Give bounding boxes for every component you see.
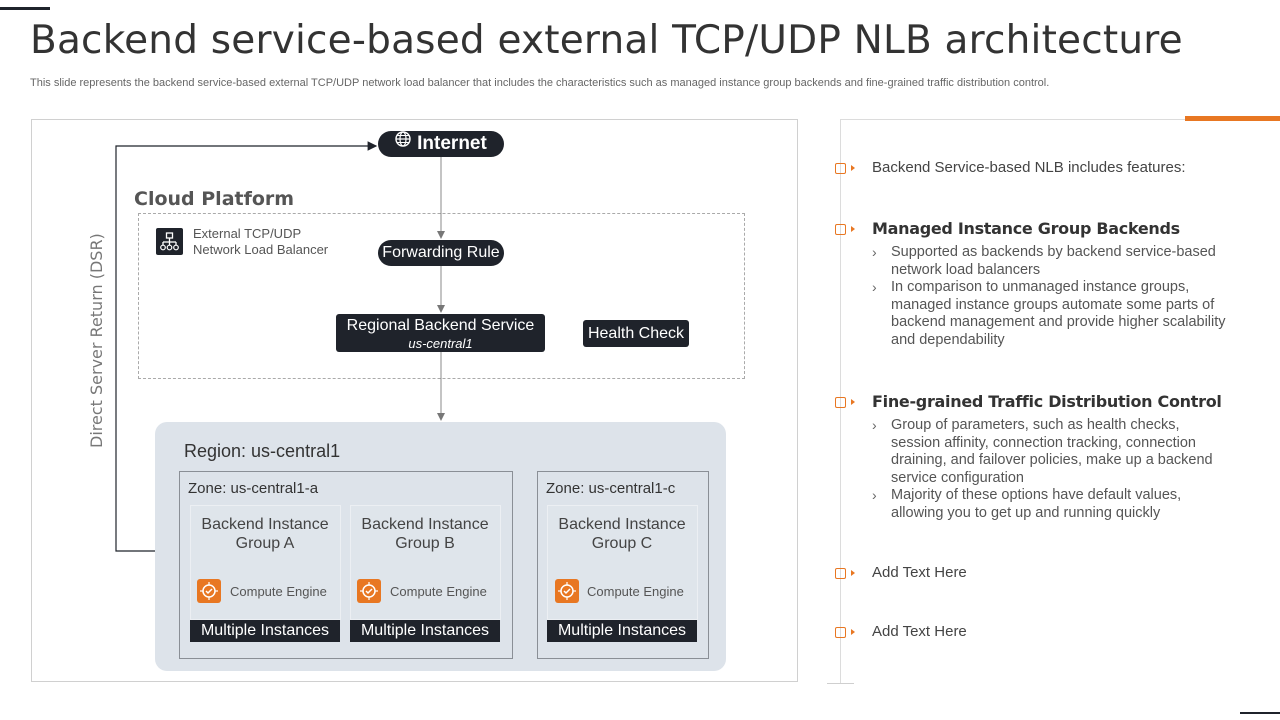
- load-balancer-label: External TCP/UDP Network Load Balancer: [193, 226, 329, 257]
- backend-group-a-label: Backend Instance Group A: [201, 516, 329, 552]
- square-bullet-icon: [835, 224, 846, 235]
- square-bullet-icon: [835, 397, 846, 408]
- compute-engine-label-c: Compute Engine: [587, 584, 684, 599]
- traffic-item-1: Group of parameters, such as health chec…: [891, 417, 1213, 486]
- internet-node: Internet: [378, 131, 504, 157]
- internet-label: Internet: [417, 133, 487, 154]
- compute-engine-icon: [197, 579, 221, 603]
- panel-accent-bar: [1185, 116, 1280, 121]
- traffic-item-2: Majority of these options have default v…: [891, 487, 1182, 521]
- zone-c-label: Zone: us-central1-c: [546, 480, 676, 497]
- chevron-right-icon: [851, 399, 855, 405]
- compute-engine-label-b: Compute Engine: [390, 584, 487, 599]
- square-bullet-icon: [835, 163, 846, 174]
- page-title: Backend service-based external TCP/UDP N…: [30, 18, 1183, 63]
- panel-foot-divider: [827, 683, 854, 684]
- network-load-balancer-icon: [156, 228, 183, 255]
- health-check-node: Health Check: [583, 320, 689, 347]
- features-intro: Backend Service-based NLB includes featu…: [872, 159, 1186, 176]
- backend-group-b-label: Backend Instance Group B: [361, 516, 489, 552]
- compute-engine-icon: [555, 579, 579, 603]
- square-bullet-icon: [835, 627, 846, 638]
- backend-group-c-label: Backend Instance Group C: [558, 516, 686, 552]
- multiple-instances-c: Multiple Instances: [547, 620, 697, 642]
- forwarding-rule-node: Forwarding Rule: [378, 240, 504, 266]
- cloud-platform-label: Cloud Platform: [134, 188, 295, 210]
- managed-item-1: Supported as backends by backend service…: [891, 244, 1216, 278]
- regional-backend-service-node: Regional Backend Service us-central1: [336, 314, 545, 352]
- features-panel: [840, 119, 1280, 683]
- globe-icon: [395, 129, 411, 155]
- region-label: Region: us-central1: [184, 441, 341, 461]
- regional-backend-service-region: us-central1: [408, 336, 473, 351]
- page-subtitle: This slide represents the backend servic…: [30, 77, 1050, 89]
- chevron-right-icon: ›: [872, 487, 877, 503]
- square-bullet-icon: [835, 568, 846, 579]
- section-heading-managed: Managed Instance Group Backends: [872, 219, 1180, 238]
- chevron-right-icon: [851, 226, 855, 232]
- chevron-right-icon: ›: [872, 244, 877, 260]
- chevron-right-icon: ›: [872, 417, 877, 433]
- top-accent-bar: [0, 7, 50, 10]
- managed-item-2: In comparison to unmanaged instance grou…: [891, 279, 1226, 348]
- chevron-right-icon: [851, 629, 855, 635]
- compute-engine-icon: [357, 579, 381, 603]
- diagram-panel: [31, 119, 798, 682]
- add-text-1[interactable]: Add Text Here: [872, 564, 967, 581]
- bottom-accent-bar: [1240, 712, 1280, 714]
- cloud-platform-box: [138, 213, 745, 379]
- zone-a-label: Zone: us-central1-a: [188, 480, 319, 497]
- add-text-2[interactable]: Add Text Here: [872, 623, 967, 640]
- multiple-instances-b: Multiple Instances: [350, 620, 500, 642]
- chevron-right-icon: [851, 165, 855, 171]
- dsr-label: Direct Server Return (DSR): [87, 233, 106, 448]
- regional-backend-service-label: Regional Backend Service: [346, 317, 535, 334]
- section-heading-traffic: Fine-grained Traffic Distribution Contro…: [872, 392, 1222, 411]
- chevron-right-icon: ›: [872, 279, 877, 295]
- multiple-instances-a: Multiple Instances: [190, 620, 340, 642]
- compute-engine-label-a: Compute Engine: [230, 584, 327, 599]
- chevron-right-icon: [851, 570, 855, 576]
